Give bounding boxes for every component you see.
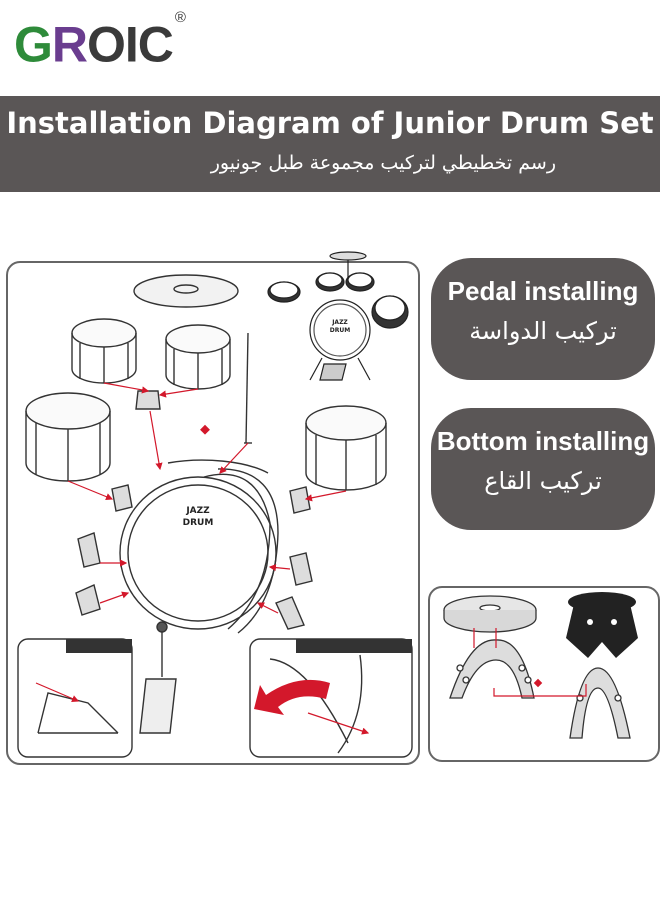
stool-base-left	[449, 639, 535, 699]
title-banner: Installation Diagram of Junior Drum Set …	[0, 96, 660, 286]
diagram-drawing: JAZZ DRUM	[17, 274, 413, 758]
leg-bracket-1	[77, 532, 101, 568]
leg-bracket-5	[111, 484, 133, 512]
cymbal-stand	[245, 332, 249, 444]
cymbal	[133, 274, 239, 308]
leg-bracket-2	[75, 584, 101, 616]
bottom-diagram-drawing	[443, 592, 638, 739]
detail-box-pedal	[17, 638, 133, 758]
bass-drum	[119, 459, 279, 634]
pedal	[139, 621, 177, 734]
detail-header-2	[296, 639, 412, 653]
leg-bracket-4	[275, 596, 305, 630]
pedal-installing-title: Pedal installing	[447, 276, 639, 306]
trademark-mark: ®	[174, 9, 186, 26]
bass-drum-label-2: DRUM	[183, 518, 214, 528]
tom-left	[71, 318, 137, 384]
tom-mount	[135, 390, 161, 410]
detail-header-1	[66, 639, 132, 653]
leg-bracket-6	[289, 486, 311, 514]
tom-right	[165, 324, 231, 390]
brand-rest: OIC	[87, 16, 174, 73]
assembly-guides	[35, 382, 370, 735]
bottom-installing-card: Bottom installing تركيب القاع	[431, 408, 655, 530]
bottom-installing-arabic: تركيب القاع	[484, 467, 602, 495]
thumb-label-2: DRUM	[330, 327, 350, 334]
thumb-label-1: JAZZ	[331, 319, 348, 326]
bass-drum-label-1: JAZZ	[185, 506, 210, 516]
bottom-installing-title: Bottom installing	[436, 426, 650, 456]
direction-arrow-icon	[254, 679, 330, 715]
brand-logo: GROIC®	[14, 9, 186, 73]
assembled-stool	[566, 592, 638, 658]
assembled-drum-set-image: JAZZ DRUM	[267, 251, 409, 381]
bottom-guides	[473, 628, 587, 697]
page-subtitle-arabic: رسم تخطيطي لتركيب مجموعة طبل جونيور	[210, 152, 556, 174]
pedal-installing-card: Pedal installing تركيب الدواسة	[431, 258, 655, 380]
leg-bracket-3	[289, 552, 313, 586]
stool-base-right	[569, 667, 631, 739]
bottom-guide-diamond	[533, 678, 543, 688]
page-title: Installation Diagram of Junior Drum Set	[6, 106, 654, 140]
guide-diamond	[200, 424, 210, 435]
pedal-installing-arabic: تركيب الدواسة	[469, 317, 617, 345]
floor-tom-left	[25, 392, 111, 482]
floor-tom-right	[305, 405, 387, 491]
bottom-installing-diagram	[428, 586, 660, 762]
